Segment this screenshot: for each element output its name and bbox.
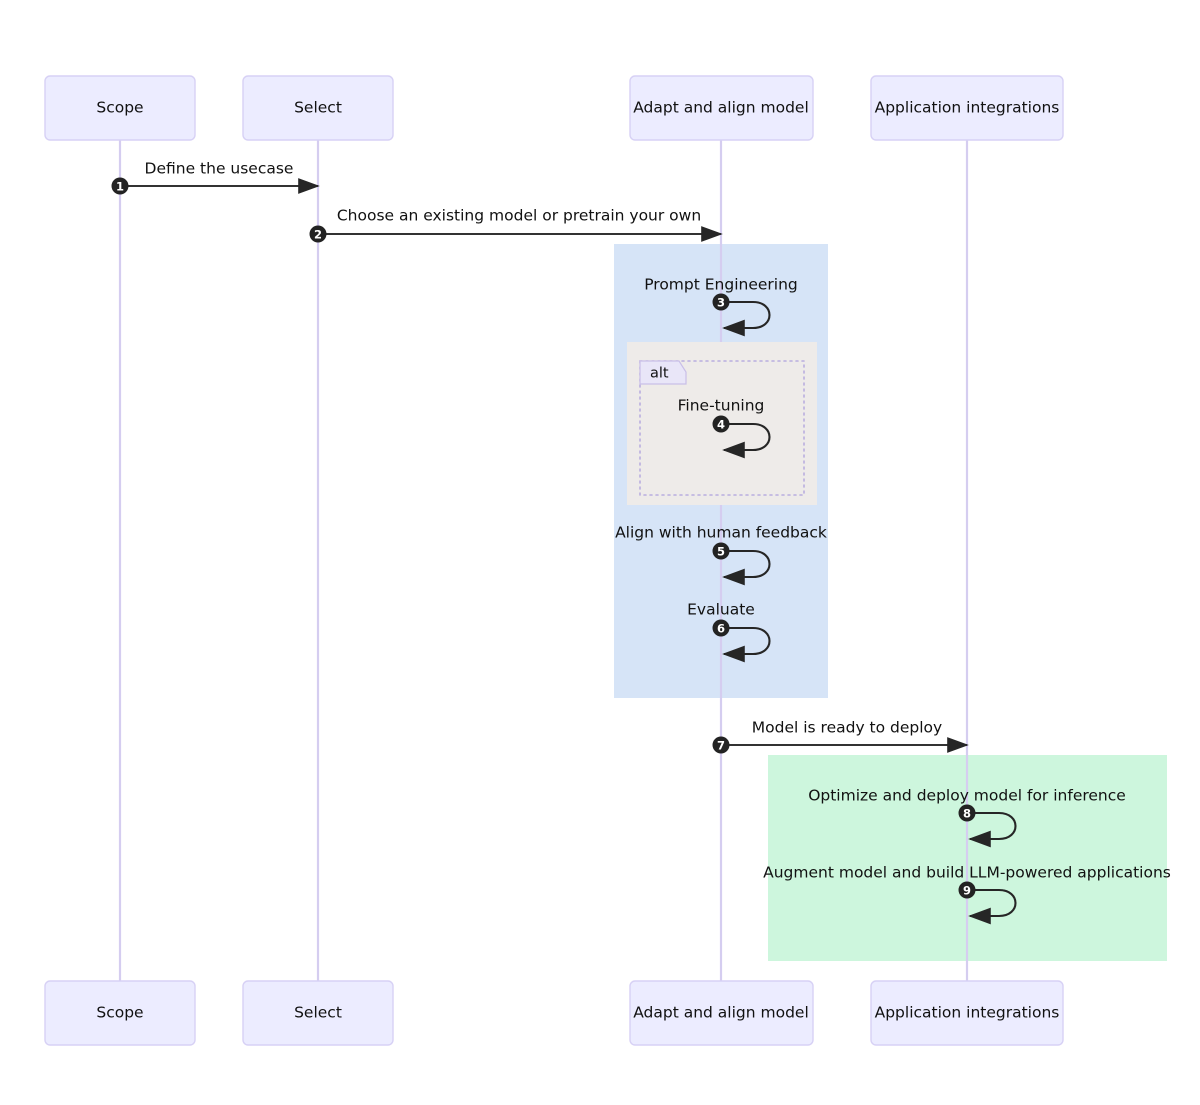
message-1-badge-number: 1	[116, 179, 124, 193]
message-3-badge-number: 3	[717, 295, 725, 309]
message-9[interactable]: Augment model and build LLM-powered appl…	[763, 864, 1171, 925]
participant-bottom-select-label: Select	[294, 1004, 342, 1022]
message-9-badge	[958, 881, 976, 899]
participants-bottom: Scope Select Adapt and align model Appli…	[44, 980, 1064, 1046]
message-8-label: Optimize and deploy model for inference	[808, 787, 1126, 805]
message-6-self-loop	[721, 626, 771, 663]
message-3-badge	[712, 293, 730, 311]
messages-group: Define the usecase 1 Choose an existing …	[111, 160, 1171, 925]
participant-top-select-box[interactable]	[242, 75, 394, 141]
participant-bottom-integrations-label: Application integrations	[875, 1004, 1060, 1022]
message-6-badge	[712, 619, 730, 637]
message-8-self-loop	[967, 811, 1017, 848]
message-5-label: Align with human feedback	[615, 524, 827, 542]
message-2[interactable]: Choose an existing model or pretrain you…	[309, 207, 723, 243]
participant-top-adapt-box[interactable]	[629, 75, 814, 141]
message-4-self-loop	[721, 422, 771, 459]
participant-bottom-adapt-and-align-model[interactable]: Adapt and align model	[629, 980, 814, 1046]
message-1-label: Define the usecase	[145, 160, 294, 178]
message-2-label: Choose an existing model or pretrain you…	[337, 207, 701, 225]
participants-top: Scope Select Adapt and align model Appli…	[44, 75, 1064, 141]
lifeline-group	[118, 140, 969, 981]
message-7-badge	[712, 736, 730, 754]
participant-top-application-integrations[interactable]: Application integrations	[870, 75, 1064, 141]
message-7-label: Model is ready to deploy	[752, 719, 942, 737]
message-2-badge-number: 2	[314, 227, 322, 241]
participant-bottom-scope[interactable]: Scope	[44, 980, 196, 1046]
alt-fragment-tab	[639, 360, 687, 385]
message-4[interactable]: Fine-tuning 4	[678, 397, 771, 459]
participant-top-adapt-label: Adapt and align model	[633, 99, 809, 117]
message-5-badge-number: 5	[717, 544, 725, 558]
participant-bottom-scope-box[interactable]	[44, 980, 196, 1046]
participant-top-scope[interactable]: Scope	[44, 75, 196, 141]
participant-top-select-label: Select	[294, 99, 342, 117]
message-5-badge	[712, 542, 730, 560]
alt-fragment-border	[639, 360, 805, 496]
message-8-badge-number: 8	[963, 806, 971, 820]
participant-bottom-adapt-label: Adapt and align model	[633, 1004, 809, 1022]
participant-top-integrations-box[interactable]	[870, 75, 1064, 141]
message-7-badge-number: 7	[717, 738, 725, 752]
message-3-self-loop	[721, 300, 771, 337]
message-4-badge	[712, 415, 730, 433]
participant-bottom-adapt-box[interactable]	[629, 980, 814, 1046]
participant-bottom-select[interactable]: Select	[242, 980, 394, 1046]
message-5[interactable]: Align with human feedback 5	[615, 524, 827, 586]
participant-top-select[interactable]: Select	[242, 75, 394, 141]
message-7[interactable]: Model is ready to deploy 7	[712, 719, 969, 754]
message-4-label: Fine-tuning	[678, 397, 765, 415]
message-6-label: Evaluate	[687, 601, 755, 619]
participant-top-adapt-and-align-model[interactable]: Adapt and align model	[629, 75, 814, 141]
message-3-label: Prompt Engineering	[644, 276, 798, 294]
participant-bottom-select-box[interactable]	[242, 980, 394, 1046]
alt-fragment-tab-label: alt	[650, 366, 669, 382]
message-1[interactable]: Define the usecase 1	[111, 160, 320, 195]
message-9-badge-number: 9	[963, 883, 971, 897]
participant-bottom-integrations-box[interactable]	[870, 980, 1064, 1046]
message-9-self-loop	[967, 888, 1017, 925]
message-3[interactable]: Prompt Engineering 3	[644, 276, 798, 337]
message-6-badge-number: 6	[717, 621, 725, 635]
message-8-badge	[958, 804, 976, 822]
message-9-label: Augment model and build LLM-powered appl…	[763, 864, 1171, 882]
participant-top-scope-label: Scope	[96, 99, 143, 117]
message-6[interactable]: Evaluate 6	[687, 601, 771, 663]
message-1-badge	[111, 177, 129, 195]
message-2-badge	[309, 225, 327, 243]
message-4-badge-number: 4	[717, 417, 725, 431]
participant-bottom-application-integrations[interactable]: Application integrations	[870, 980, 1064, 1046]
message-5-self-loop	[721, 549, 771, 586]
message-8[interactable]: Optimize and deploy model for inference …	[808, 787, 1126, 848]
participant-top-integrations-label: Application integrations	[875, 99, 1060, 117]
participant-bottom-scope-label: Scope	[96, 1004, 143, 1022]
participant-top-scope-box[interactable]	[44, 75, 196, 141]
